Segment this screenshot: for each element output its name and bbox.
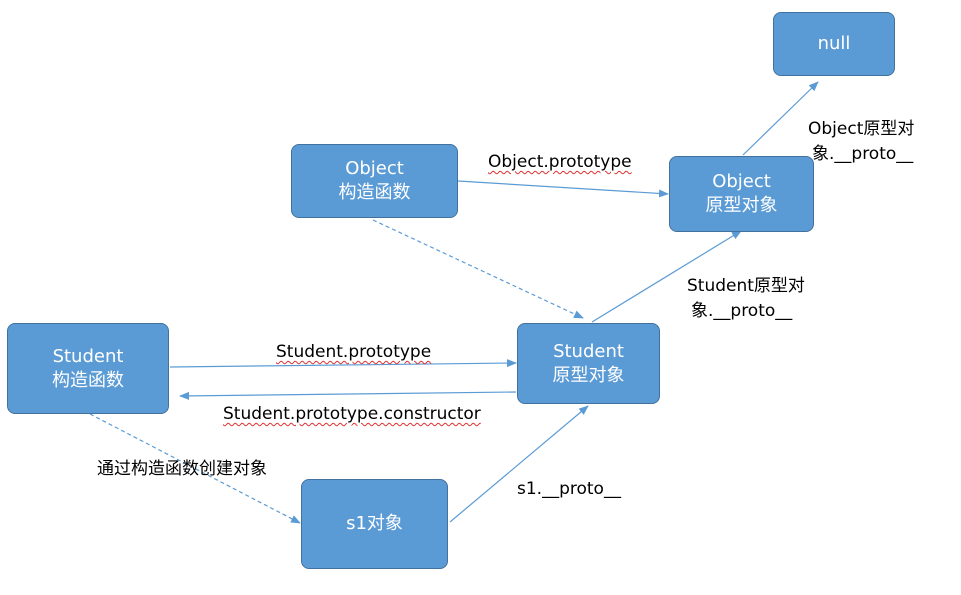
node-student-constructor-line2: 构造函数 [52,369,124,391]
node-student-prototype-line2: 原型对象 [552,364,625,386]
label-object-proto-line1: Object原型对 [808,119,915,139]
edge-student-constructor-to-student-prototype [169,359,517,368]
edge-student-constructor-to-s1-dashed [89,413,301,524]
edge-object-constructor-to-student-prototype-dashed [372,219,584,319]
node-s1-label: s1对象 [346,513,403,534]
node-object-constructor-line2: 构造函数 [338,182,411,203]
label-s1-proto: s1.__proto__ [517,479,621,499]
node-object-constructor-line1: Object [345,158,404,179]
edge-object-constructor-to-object-prototype [457,180,669,198]
node-object-prototype: Object 原型对象 [669,156,814,232]
edge-student-prototype-to-student-constructor [179,391,517,400]
node-object-prototype-line2: 原型对象 [705,195,778,216]
label-student-proto-line2: 象.__proto__ [691,301,793,321]
label-student-proto-line1: Student原型对 [687,276,805,296]
node-object-prototype-line1: Object [712,171,771,192]
node-null: null [773,12,895,76]
label-create-by-constructor: 通过构造函数创建对象 [97,459,267,479]
node-student-constructor: Student 构造函数 [7,323,169,414]
node-student-constructor-line1: Student [52,345,124,367]
label-object-proto-line2: 象.__proto__ [812,144,914,164]
label-object-prototype: Object.prototype [488,152,632,172]
edge-s1-to-student-prototype [449,405,589,523]
edge-student-prototype-to-object-prototype [591,230,742,323]
label-student-constructor: Student.prototype.constructor [223,404,481,424]
node-student-prototype: Student 原型对象 [517,323,660,404]
edge-object-prototype-to-null [742,81,819,156]
label-student-prototype: Student.prototype [276,342,432,362]
node-student-prototype-line1: Student [553,340,624,362]
node-s1-object: s1对象 [301,479,448,569]
node-object-constructor: Object 构造函数 [291,144,458,218]
node-null-label: null [817,33,851,54]
